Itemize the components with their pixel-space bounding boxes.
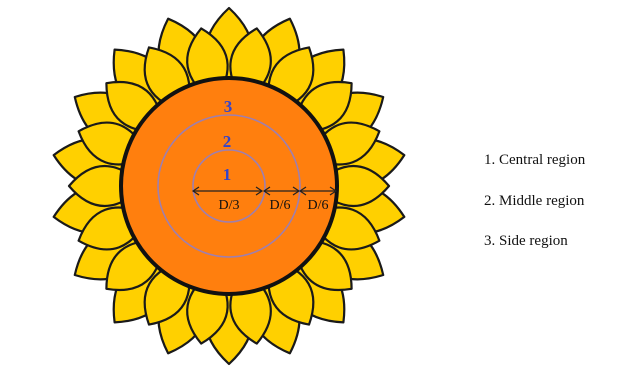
dimension-label-side: D/6	[308, 198, 329, 213]
region-number-3: 3	[224, 97, 233, 116]
legend-item-middle: 2. Middle region	[484, 193, 585, 209]
dimension-label-middle: D/6	[270, 198, 291, 213]
region-number-2: 2	[223, 132, 232, 151]
region-number-1: 1	[223, 165, 232, 184]
legend-item-side: 3. Side region	[484, 233, 568, 249]
legend-item-central: 1. Central region	[484, 152, 586, 168]
dimension-label-central: D/3	[219, 198, 240, 213]
